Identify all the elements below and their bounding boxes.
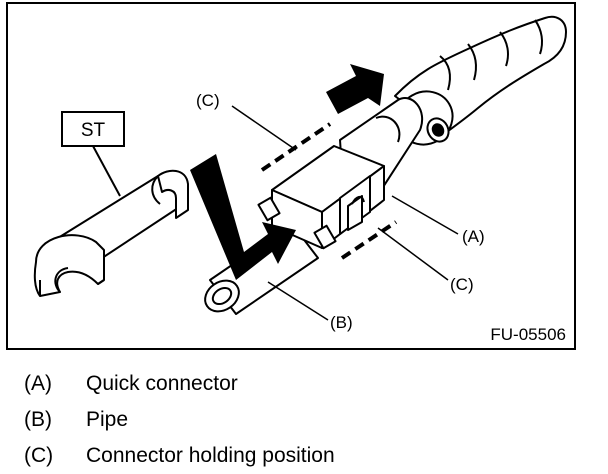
special-tool-illustration	[33, 169, 189, 297]
callout-a: (A)	[462, 227, 485, 246]
legend-item-c: (C) Connector holding position	[20, 438, 600, 474]
legend-item-b: (B) Pipe	[20, 402, 600, 438]
legend: (A) Quick connector (B) Pipe (C) Connect…	[20, 366, 600, 474]
callout-leaders	[231, 105, 459, 321]
legend-key-c: (C)	[24, 444, 54, 467]
callout-b: (B)	[330, 313, 353, 332]
hose-illustration	[394, 15, 567, 146]
quick-connector-illustration	[257, 97, 423, 250]
legend-text-a: Quick connector	[86, 372, 238, 395]
st-leader-line	[92, 145, 121, 197]
push-arrow-icon	[326, 64, 384, 114]
motion-arrows	[190, 64, 384, 280]
holding-position-bottom-dashes	[340, 220, 398, 260]
connector-diagram: ST (C) (A) (C) (B) FU-05506	[6, 2, 576, 350]
st-label-box	[61, 111, 125, 147]
legend-key-a: (A)	[24, 372, 52, 395]
figure-code: FU-05506	[490, 325, 566, 344]
holding-position-top-dashes	[260, 122, 332, 172]
callout-c-bottom: (C)	[450, 275, 474, 294]
st-label: ST	[81, 120, 106, 141]
zigzag-arrow-icon	[190, 154, 296, 280]
pipe-illustration	[204, 221, 319, 315]
legend-text-c: Connector holding position	[86, 444, 335, 467]
legend-key-b: (B)	[24, 408, 52, 431]
legend-text-b: Pipe	[86, 408, 129, 431]
callout-c-top: (C)	[196, 91, 220, 110]
legend-item-a: (A) Quick connector	[20, 366, 600, 402]
